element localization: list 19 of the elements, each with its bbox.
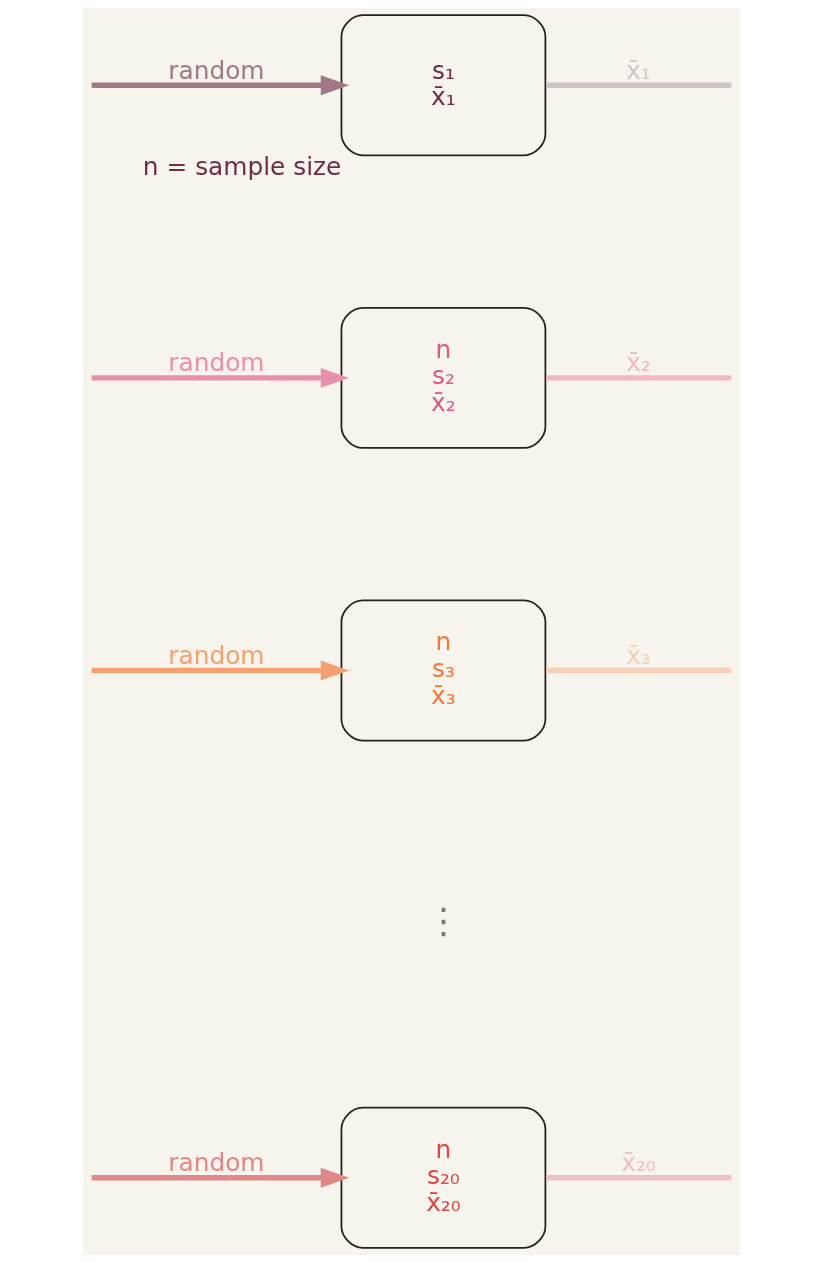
arrow xyxy=(91,75,349,96)
arrow xyxy=(91,1167,349,1188)
node-box: n s₂₀ x̄₂₀ xyxy=(340,1106,546,1249)
edge-label: x̄₂ xyxy=(625,348,651,378)
node-box: n s₃ x̄₃ xyxy=(340,599,546,742)
node-box: n s₂ x̄₂ xyxy=(340,306,546,449)
arrow xyxy=(91,660,349,681)
edge-label: random xyxy=(167,1148,265,1178)
edge-label: random xyxy=(167,55,265,85)
label: ⋮ xyxy=(425,900,461,942)
node-label: n = sample size xyxy=(142,152,341,182)
edge-label: random xyxy=(167,640,265,670)
connector xyxy=(545,667,731,674)
connector xyxy=(545,1175,731,1181)
connector xyxy=(545,82,731,88)
arrow xyxy=(91,367,349,388)
edge-label: random xyxy=(167,348,265,378)
node-box: s₁ x̄₁ xyxy=(340,14,546,157)
connector xyxy=(545,375,731,381)
